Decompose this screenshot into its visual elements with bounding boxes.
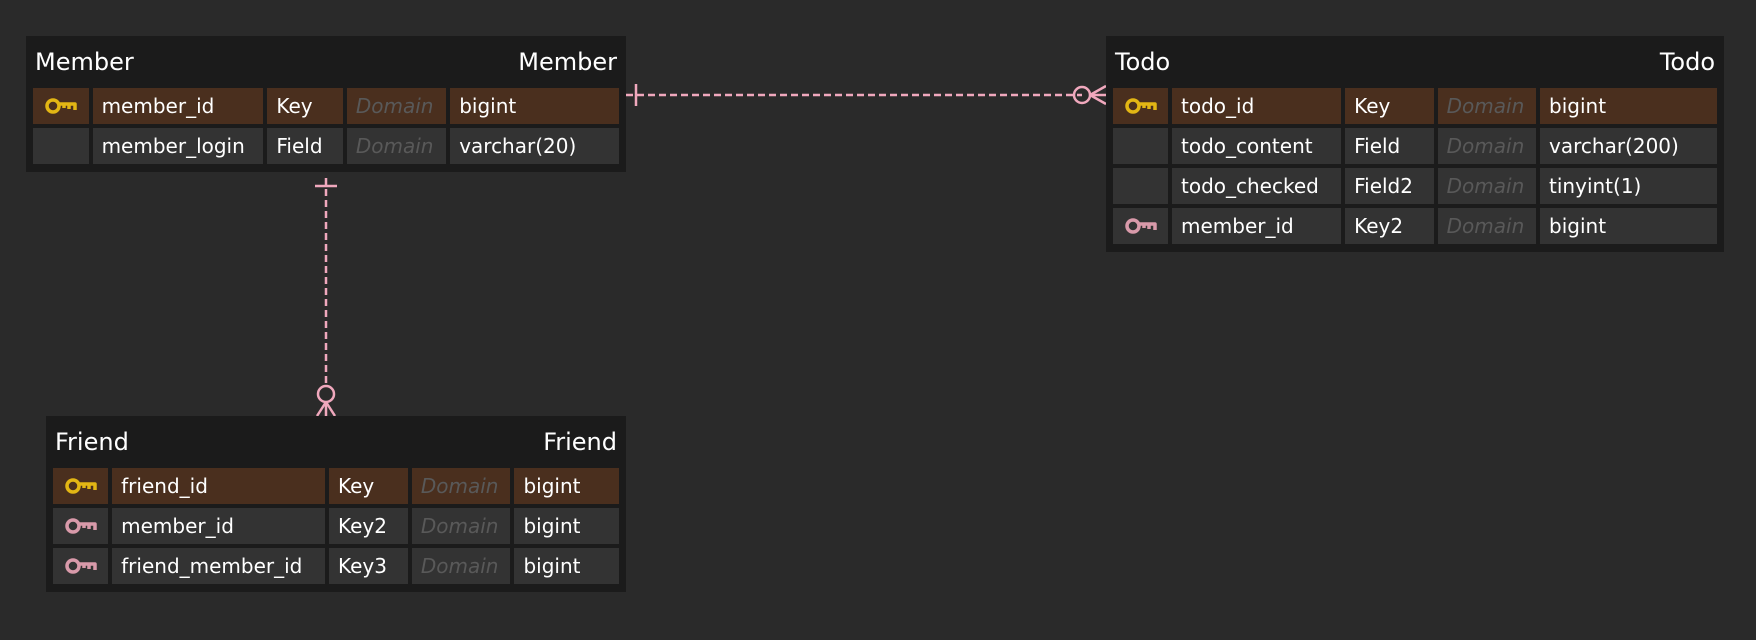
column-domain[interactable]: Domain: [1437, 208, 1537, 244]
column-type[interactable]: tinyint(1): [1540, 168, 1717, 204]
column-type[interactable]: bigint: [514, 508, 619, 544]
relation-member-todo[interactable]: [626, 84, 1107, 106]
column-name[interactable]: friend_member_id: [112, 548, 325, 584]
column-name[interactable]: member_id: [1172, 208, 1342, 244]
column-key[interactable]: Key: [267, 88, 343, 124]
column-domain[interactable]: Domain: [411, 468, 511, 504]
column-domain[interactable]: Domain: [411, 548, 511, 584]
key-icon-cell: [1113, 168, 1168, 204]
column-domain[interactable]: Domain: [346, 128, 447, 164]
key-icon-cell: [1113, 128, 1168, 164]
column-domain[interactable]: Domain: [1437, 168, 1537, 204]
column-domain[interactable]: Domain: [1437, 88, 1537, 124]
column-type[interactable]: varchar(200): [1540, 128, 1717, 164]
column-name[interactable]: member_id: [112, 508, 325, 544]
column-key[interactable]: Field2: [1345, 168, 1434, 204]
table-name: Friend: [55, 428, 129, 456]
primary-key-icon: [1124, 97, 1158, 115]
primary-key-icon: [44, 97, 78, 115]
table-alias: Member: [518, 48, 617, 76]
column-type[interactable]: bigint: [514, 548, 619, 584]
table-name: Member: [35, 48, 134, 76]
column-name[interactable]: member_id: [92, 88, 264, 124]
key-icon-cell: [1113, 88, 1168, 124]
table-header[interactable]: Todo Todo: [1113, 36, 1717, 88]
table-header[interactable]: Friend Friend: [53, 416, 619, 468]
key-icon-cell: [53, 548, 109, 584]
column-domain[interactable]: Domain: [1437, 128, 1537, 164]
foreign-key-icon: [64, 557, 98, 575]
column-name[interactable]: friend_id: [112, 468, 325, 504]
column-type[interactable]: varchar(20): [450, 128, 619, 164]
column-type[interactable]: bigint: [514, 468, 619, 504]
key-icon-cell: [1113, 208, 1168, 244]
column-name[interactable]: todo_content: [1172, 128, 1342, 164]
column-key[interactable]: Key2: [1345, 208, 1434, 244]
column-name[interactable]: member_login: [92, 128, 264, 164]
column-name[interactable]: todo_checked: [1172, 168, 1342, 204]
key-icon-cell: [53, 508, 109, 544]
column-key[interactable]: Field: [1345, 128, 1434, 164]
table-alias: Todo: [1659, 48, 1715, 76]
foreign-key-icon: [64, 517, 98, 535]
key-icon-cell: [53, 468, 109, 504]
column-type[interactable]: bigint: [450, 88, 619, 124]
key-icon-cell: [33, 88, 89, 124]
column-key[interactable]: Field: [267, 128, 343, 164]
foreign-key-icon: [1124, 217, 1158, 235]
column-key[interactable]: Key2: [328, 508, 408, 544]
column-type[interactable]: bigint: [1540, 88, 1717, 124]
key-icon-cell: [33, 128, 89, 164]
column-domain[interactable]: Domain: [411, 508, 511, 544]
column-key[interactable]: Key: [1345, 88, 1434, 124]
column-key[interactable]: Key3: [328, 548, 408, 584]
table-name: Todo: [1115, 48, 1171, 76]
primary-key-icon: [64, 477, 98, 495]
column-key[interactable]: Key: [328, 468, 408, 504]
column-name[interactable]: todo_id: [1172, 88, 1342, 124]
table-header[interactable]: Member Member: [33, 36, 619, 88]
relation-member-friend[interactable]: [315, 178, 337, 417]
column-domain[interactable]: Domain: [346, 88, 447, 124]
table-alias: Friend: [543, 428, 617, 456]
column-type[interactable]: bigint: [1540, 208, 1717, 244]
